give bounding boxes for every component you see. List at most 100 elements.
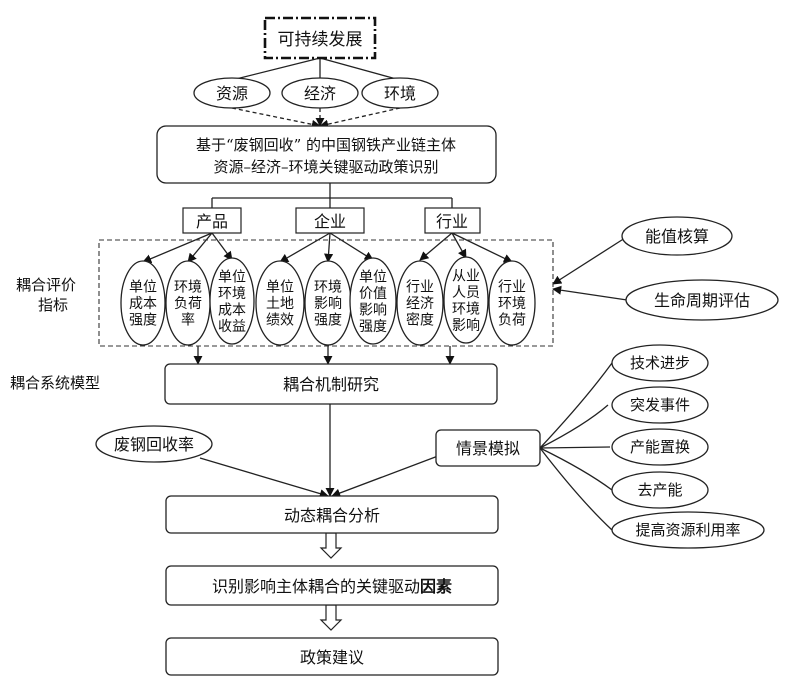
indicator-text-line: 强度: [129, 313, 157, 329]
indicator-oval: [209, 257, 255, 345]
indicator-oval: [443, 256, 489, 344]
edge-resource-main: [231, 107, 321, 129]
pillar-environment-oval: [361, 77, 439, 109]
top-goal-box: [263, 16, 377, 60]
scenario-text: 突发事件: [630, 396, 690, 414]
recycle-rate-text: 废钢回收率: [114, 435, 194, 454]
mechanism-text: 耦合机制研究: [283, 375, 379, 394]
edge-enterprise-i4: [279, 232, 331, 263]
pillar-environment-text: 环境: [384, 84, 416, 103]
scenario-oval: [611, 428, 709, 466]
indicator-text-line: 密度: [406, 312, 434, 329]
identify-text-normal: 识别影响主体耦合的关键驱动: [212, 577, 420, 596]
indicator-text-line: 强度: [359, 319, 387, 335]
pillar-resource-oval: [193, 77, 271, 109]
indicator-text-line: 影响: [359, 302, 387, 318]
policy-text: 政策建议: [300, 648, 364, 667]
hollow-arrow-1: [319, 532, 343, 559]
scenario-5: 提高资源利用率: [611, 511, 765, 549]
indicator-text-line: 人员: [452, 285, 480, 301]
indicator-text-line: 行业: [498, 280, 526, 296]
dynamic-box: [165, 495, 499, 534]
mechanism-box: [164, 363, 498, 405]
scenario-text: 技术进步: [630, 354, 690, 372]
edge-emergy-indicators: [552, 237, 626, 285]
scenario-2: 突发事件: [611, 386, 709, 424]
indicator-text-line: 率: [181, 312, 195, 329]
method-emergy-text: 能值核算: [645, 227, 709, 246]
indicator-text-line: 行业: [406, 280, 434, 296]
pillar-economy-oval: [281, 77, 359, 109]
indicator-text-line: 环境: [174, 280, 202, 296]
indicator-oval: [396, 260, 444, 346]
model-label: 耦合系统模型: [10, 374, 100, 392]
indicator-text-line: 单位: [266, 280, 294, 296]
indicator-oval: [120, 260, 166, 346]
indicator-text-line: 土地: [266, 296, 294, 312]
scenario-1: 技术进步: [611, 344, 709, 382]
indicator-text-line: 经济: [406, 296, 434, 312]
indicator-text-line: 单位: [359, 269, 387, 285]
indicator-text-line: 成本: [129, 296, 157, 312]
level-product-text: 产品: [196, 212, 228, 231]
connector-lines: [142, 57, 628, 531]
indicator-label-line2: 指标: [38, 296, 68, 314]
edge-fan-3: [539, 446, 611, 449]
indicator-text-line: 环境: [498, 296, 526, 312]
indicator-text-line: 影响: [314, 296, 342, 312]
indicator-text-line: 价值: [359, 286, 387, 302]
edge-fan-1: [539, 362, 613, 449]
indicator-label-line1: 耦合评价: [16, 276, 76, 294]
level-industry-box: [424, 207, 481, 234]
edge-environment-main: [319, 107, 401, 129]
indicator-text-line: 负荷: [174, 296, 202, 312]
indicator-text-line: 绩效: [266, 313, 294, 329]
scenario-4: 去产能: [611, 471, 709, 509]
hollow-arrow-2: [319, 604, 343, 631]
scenario-text: 提高资源利用率: [635, 521, 740, 539]
hollow-arrows: [319, 532, 343, 631]
edge-industry-i9: [451, 232, 513, 263]
main-topic-box: [156, 125, 497, 184]
recycle-rate-oval: [95, 425, 213, 463]
level-product-box: [182, 207, 242, 234]
edge-enterprise-i5: [324, 232, 334, 263]
edge-product-i2: [187, 232, 213, 263]
level-industry-text: 行业: [436, 212, 468, 231]
scenario-text: 去产能: [637, 481, 682, 499]
indicator-oval: [488, 260, 536, 346]
edge-product-i3: [211, 232, 233, 261]
level-enterprise-text: 企业: [314, 212, 346, 231]
main-topic-line2: 资源–经济–环境关键驱动政策识别: [213, 158, 438, 176]
indicator-text-line: 环境: [218, 286, 246, 302]
scenario-text: 情景模拟: [456, 439, 520, 458]
scenario-3: 产能置换: [611, 428, 709, 466]
indicator-ovals: 单位成本强度环境负荷率单位环境成本收益单位土地绩效环境影响强度单位价值影响强度行…: [120, 256, 536, 346]
scenario-oval: [611, 386, 709, 424]
scenario-text: 产能置换: [630, 438, 690, 456]
edge-top-resource: [231, 57, 321, 81]
indicator-text-line: 单位: [218, 269, 246, 285]
dynamic-text: 动态耦合分析: [284, 506, 380, 525]
edge-fan-2: [539, 404, 609, 449]
indicator-text-line: 影响: [452, 318, 480, 334]
level-enterprise-box: [295, 207, 365, 234]
identify-text-bold: 因素: [420, 577, 452, 596]
scenario-oval: [611, 344, 709, 382]
pillar-economy-text: 经济: [304, 84, 336, 103]
policy-box: [165, 637, 499, 676]
indicator-text-line: 环境: [452, 301, 480, 317]
indicator-text-line: 成本: [218, 302, 246, 318]
scenario-box: [435, 429, 541, 467]
method-emergy-oval: [621, 216, 733, 256]
indicator-region: [98, 239, 554, 347]
main-topic-line1: 基于“废钢回收” 的中国钢铁产业链主体: [196, 136, 456, 154]
edge-industry-i7: [419, 232, 453, 261]
